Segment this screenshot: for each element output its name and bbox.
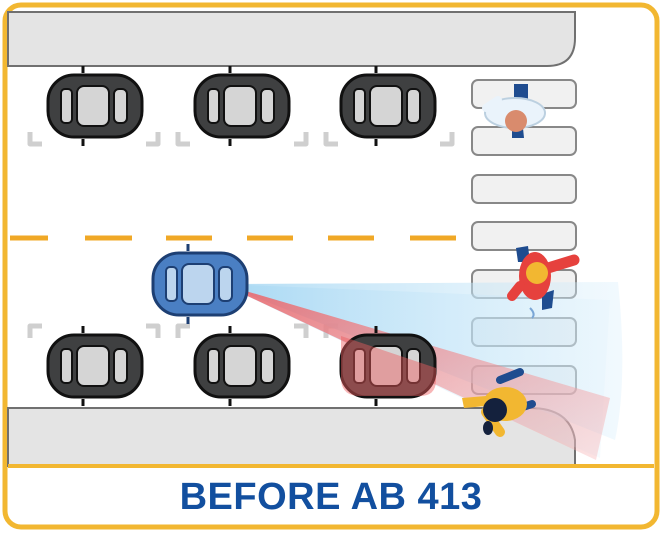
pedestrian-white-shirt bbox=[482, 84, 546, 138]
parked-car-top-3 bbox=[339, 64, 437, 148]
parked-car-bottom-3 bbox=[339, 324, 437, 408]
pedestrian-yellow-shirt bbox=[462, 368, 536, 437]
caption-title: BEFORE AB 413 bbox=[179, 475, 483, 518]
parked-car-bottom-1 bbox=[46, 324, 144, 408]
top-sidewalk bbox=[7, 11, 576, 67]
pedestrian-red-shirt bbox=[507, 246, 580, 319]
parked-car-bottom-2 bbox=[193, 324, 291, 408]
parked-car-top-1 bbox=[46, 64, 144, 148]
parked-car-top-2 bbox=[193, 64, 291, 148]
blue-car bbox=[151, 244, 249, 324]
